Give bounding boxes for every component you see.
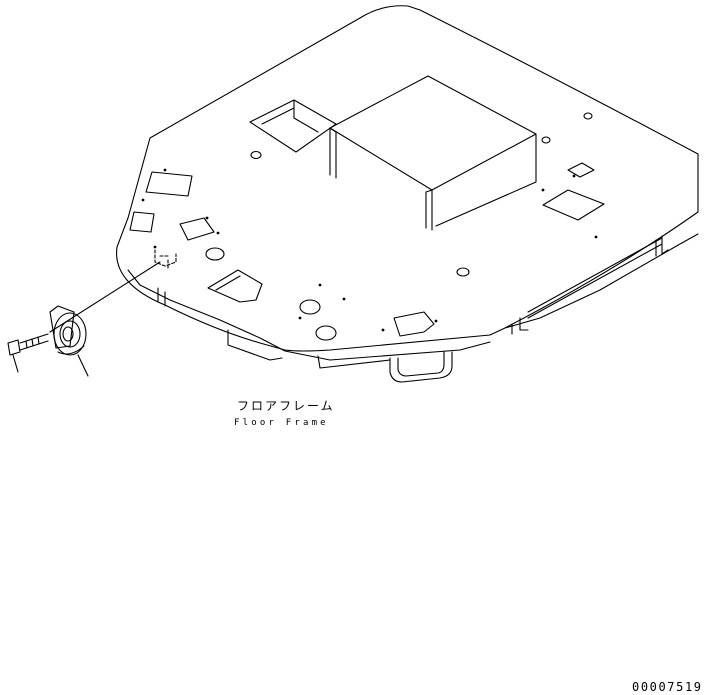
- assembly-leader-line: [49, 261, 161, 333]
- bolt-part: [7, 333, 49, 356]
- hidden-mounting-tab: [154, 249, 177, 269]
- cutout-right-small: [567, 162, 595, 178]
- frame-skirt-edge: [127, 269, 491, 361]
- round-holes: [205, 112, 593, 341]
- bolt-callout-line: [12, 354, 19, 373]
- mounting-dots: [141, 168, 598, 332]
- raised-box-sides: [329, 127, 537, 231]
- part-label-japanese: フロアフレーム: [237, 399, 335, 413]
- skirt-bracket-right: [511, 235, 669, 335]
- frame-skirt-edge-right: [504, 233, 699, 329]
- cutout-front: [393, 311, 435, 337]
- recess-pocket: [249, 99, 337, 153]
- drawing-number: 00007519: [632, 680, 703, 694]
- side-rail: [527, 237, 663, 319]
- floor-plate-outline: [116, 5, 699, 352]
- raised-box-top: [329, 75, 537, 191]
- cutout-left-top: [145, 171, 193, 197]
- part-label-english: Floor Frame: [234, 418, 329, 428]
- lift-handle: [389, 351, 453, 383]
- horn-part: [49, 305, 87, 356]
- cutout-left-mid: [129, 211, 155, 233]
- skirt-bracket-left: [157, 287, 391, 369]
- cutout-center-left: [179, 217, 215, 241]
- cutout-slot: [207, 269, 263, 303]
- horn-callout-line: [77, 354, 89, 377]
- cutout-right: [542, 189, 605, 221]
